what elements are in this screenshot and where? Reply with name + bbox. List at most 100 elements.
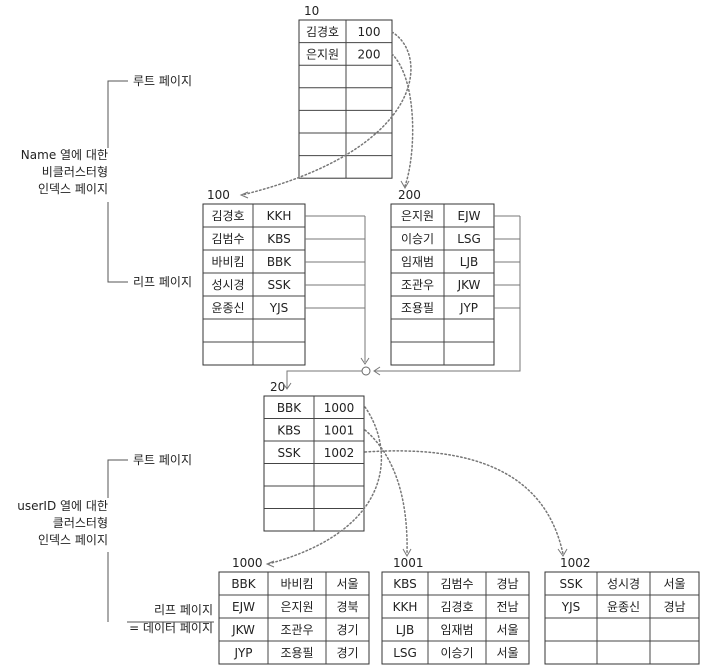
data-page-1002-cell: 경남 <box>663 600 685 614</box>
data-page-1000-cell: 바비킴 <box>280 577 313 591</box>
userid-root-page-number: 20 <box>270 380 285 394</box>
data-page-1000-cell: JKW <box>231 623 255 637</box>
data-page-1000-cell: 조용필 <box>280 646 313 660</box>
userid-root-page-cell: 1001 <box>324 423 355 437</box>
data-page-1002-cell: 성시경 <box>607 577 640 591</box>
name-leaf-page-100-number: 100 <box>207 188 230 202</box>
name-leaf-page-100-cell: KBS <box>267 232 291 246</box>
name-leaf-page-200-number: 200 <box>398 188 421 202</box>
userid-leaf-page-label-line1: 리프 페이지 <box>154 603 213 617</box>
name-leaf-page-100-frame <box>202 203 306 366</box>
data-page-1001-cell: 김경호 <box>440 600 473 614</box>
data-page-1000-number: 1000 <box>232 556 263 570</box>
leaf-200-trunk <box>375 216 521 372</box>
data-page-1001-cell: 서울 <box>496 623 518 637</box>
data-page-1000-cell: EJW <box>232 600 255 614</box>
name-leaf-page-100-cell: KKH <box>267 209 292 223</box>
pointer-to-page-100 <box>241 31 412 196</box>
data-page-1001-cell: 김범수 <box>440 577 473 591</box>
pointer-to-page-200 <box>391 53 414 187</box>
name-leaf-page-100: 100 김경호 KKH 김범수 KBS 바비킴 BBK 성시경 SSK 윤종신 YJS <box>202 188 306 366</box>
data-page-1001-cell: KKH <box>393 600 418 614</box>
junction-node <box>361 366 371 376</box>
pointer-to-page-1002 <box>364 450 564 555</box>
name-leaf-page-100-cell: BBK <box>267 255 292 269</box>
name-index-group-label-line1: Name 열에 대한 <box>21 148 108 162</box>
name-root-page-label: 루트 페이지 <box>133 74 192 88</box>
data-page-1002-cell: YJS <box>561 600 581 614</box>
pointer-to-page-200-arrow <box>400 180 410 190</box>
pointer-to-page-100-arrow <box>239 191 249 199</box>
junction-to-root-20 <box>286 370 362 388</box>
name-leaf-page-200-cell: 이승기 <box>401 232 434 246</box>
userid-root-page-cell: KBS <box>277 423 301 437</box>
leaf-100-row-links <box>305 215 365 309</box>
name-leaf-page-200-cell: 조관우 <box>401 278 434 292</box>
userid-root-page-cell: 1002 <box>324 446 355 460</box>
name-root-page-cell: 100 <box>358 25 381 39</box>
userid-index-group-label-line1: userID 열에 대한 <box>17 499 108 513</box>
name-leaf-page-100-cell: 김범수 <box>211 232 244 246</box>
pointer-to-page-1001 <box>364 429 408 555</box>
name-leaf-page-100-cell: YJS <box>269 301 289 315</box>
name-root-page-cell: 김경호 <box>306 25 339 39</box>
userid-root-page-cell: BBK <box>277 401 302 415</box>
name-root-page-cell: 은지원 <box>306 47 339 61</box>
data-page-1000-cell: BBK <box>231 577 256 591</box>
name-index-group-label-line2: 비클러스터형 <box>42 165 108 179</box>
data-page-1001-cell: 임재범 <box>440 623 473 637</box>
leaf-200-row-links <box>494 215 520 309</box>
data-page-1001-cell: LSG <box>393 646 417 660</box>
name-leaf-page-200-cell: JYP <box>459 301 478 315</box>
name-index-labels: Name 열에 대한 비클러스터형 인덱스 페이지 루트 페이지 리프 페이지 <box>21 74 192 289</box>
pointer-to-page-1000 <box>267 406 383 565</box>
pointer-to-page-1002-arrow <box>557 548 568 557</box>
leaf-100-trunk-arrow <box>360 357 370 365</box>
name-index-bracket <box>107 80 128 283</box>
name-leaf-page-200-cell: 임재범 <box>401 255 434 269</box>
data-page-1000-cell: 경기 <box>336 623 358 637</box>
userid-index-bracket <box>107 459 128 622</box>
root-20-arrow <box>282 382 292 390</box>
name-leaf-page-200-cell: 조용필 <box>401 301 434 315</box>
userid-index-group-label-line2: 클러스터형 <box>53 516 108 530</box>
userid-root-page-label: 루트 페이지 <box>133 453 192 467</box>
data-page-1002-number: 1002 <box>560 556 591 570</box>
userid-leaf-page-label-line2: = 데이터 페이지 <box>129 621 213 635</box>
data-page-1002-cell: 윤종신 <box>607 600 640 614</box>
name-root-page-number: 10 <box>304 4 319 18</box>
name-leaf-page-100-cell: 김경호 <box>211 209 244 223</box>
name-leaf-page-200-cell: EJW <box>458 209 481 223</box>
data-page-1000-cell: 서울 <box>336 577 358 591</box>
data-page-1001-cell: 전남 <box>496 600 518 614</box>
name-index-group-label-line3: 인덱스 페이지 <box>38 182 108 196</box>
userid-root-page-cell: 1000 <box>324 401 355 415</box>
name-root-page-cell: 200 <box>358 47 381 61</box>
data-page-1001-cell: LJB <box>396 623 414 637</box>
data-page-1001-cell: 서울 <box>496 646 518 660</box>
userid-index-group-label-line3: 인덱스 페이지 <box>38 533 108 547</box>
leaf-to-root-connectors <box>282 215 521 390</box>
data-page-1000-cell: 경북 <box>336 600 358 614</box>
name-leaf-page-100-cell: SSK <box>267 278 291 292</box>
name-leaf-page-label: 리프 페이지 <box>133 275 192 289</box>
name-leaf-page-100-cell: 윤종신 <box>211 301 244 315</box>
name-leaf-page-100-cell: 성시경 <box>211 278 244 292</box>
data-page-1002-cell: SSK <box>559 577 583 591</box>
userid-index-labels: userID 열에 대한 클러스터형 인덱스 페이지 루트 페이지 리프 페이지… <box>17 453 214 635</box>
data-page-1000-cell: 경기 <box>336 646 358 660</box>
name-leaf-page-200-cell: LSG <box>457 232 481 246</box>
data-page-1001-number: 1001 <box>393 556 424 570</box>
userid-root-page-cell: SSK <box>277 446 301 460</box>
data-page-1000-cell: 조관우 <box>280 623 313 637</box>
pointer-to-page-1000-arrow <box>265 560 275 568</box>
name-leaf-page-100-cell: 바비킴 <box>211 255 244 269</box>
pointer-to-page-1001-arrow <box>402 548 412 558</box>
name-root-page: 10 김경호 100 은지원 200 <box>298 4 393 179</box>
name-leaf-page-200-frame <box>390 203 495 366</box>
